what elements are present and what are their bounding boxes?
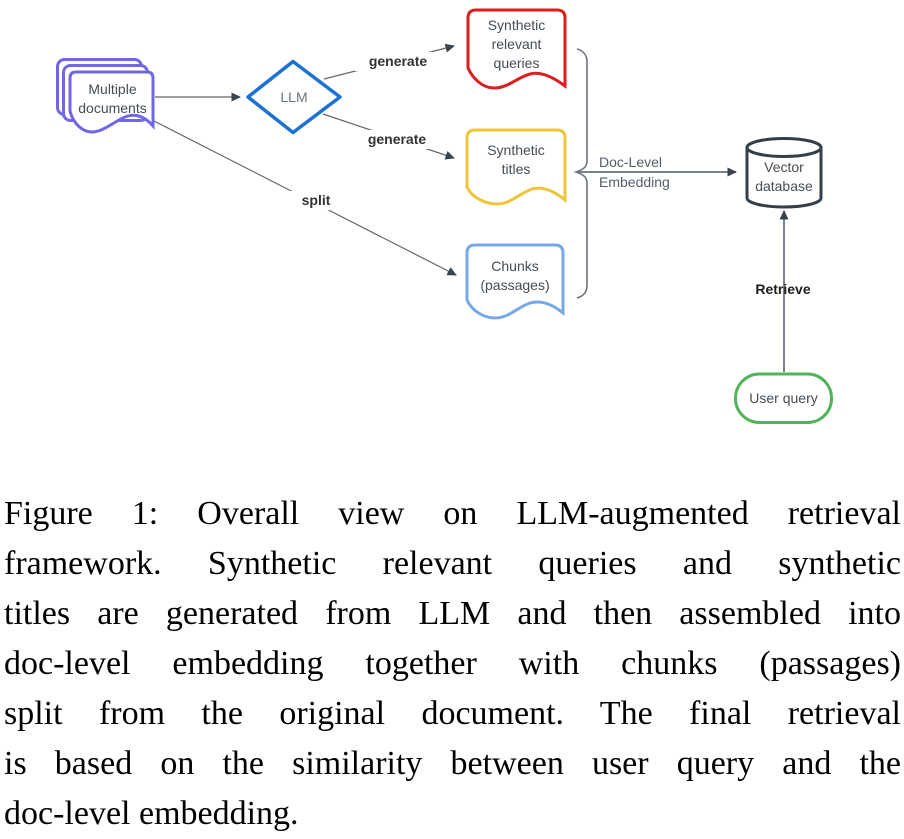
caption-line: titles are generated from LLM and then a… (4, 595, 901, 632)
retrieve-label: Retrieve (755, 281, 811, 297)
doc-level-embedding-label: Doc-Level Embedding (599, 154, 670, 190)
user-query-label: User query (749, 390, 818, 406)
synthetic-titles-label: Synthetic titles (487, 142, 545, 177)
chunks-node (465, 243, 565, 320)
document-card-front (68, 70, 155, 134)
user-query-node (734, 372, 833, 424)
synthetic-queries-label: Synthetic relevant queries (487, 17, 546, 71)
caption-line: split from the original document. The fi… (4, 695, 901, 732)
vector-database-label: Vector database (755, 159, 813, 194)
multiple-documents-label: Multiple documents (78, 81, 147, 116)
caption-line: is based on the similarity between user … (4, 745, 901, 782)
generate-bottom-label: generate (354, 130, 440, 149)
llm-label: LLM (280, 89, 308, 105)
caption-line: Figure 1: Overall view on LLM-augmented … (4, 495, 901, 532)
split-label: split (283, 191, 349, 210)
cylinder-body (745, 147, 823, 209)
figure-caption: Figure 1: Overall view on LLM-augmented … (4, 489, 901, 839)
caption-line: doc-level embedding together with chunks… (4, 645, 901, 682)
cylinder-top (745, 137, 823, 158)
grouping-brace (573, 48, 588, 299)
framework-diagram: Multiple documents LLM Synthetic relevan… (56, 8, 833, 424)
caption-line: framework. Synthetic relevant queries an… (4, 545, 901, 582)
vector-database-node (745, 137, 823, 209)
chunks-label: Chunks (passages) (480, 258, 550, 293)
generate-top-label: generate (355, 52, 441, 71)
synthetic-queries-node (466, 8, 567, 90)
llm-diamond (246, 59, 342, 135)
synthetic-titles-node (465, 128, 567, 206)
caption-line: doc-level embedding. (4, 795, 299, 832)
diagram-canvas (56, 8, 833, 424)
multiple-documents-node (56, 58, 155, 134)
